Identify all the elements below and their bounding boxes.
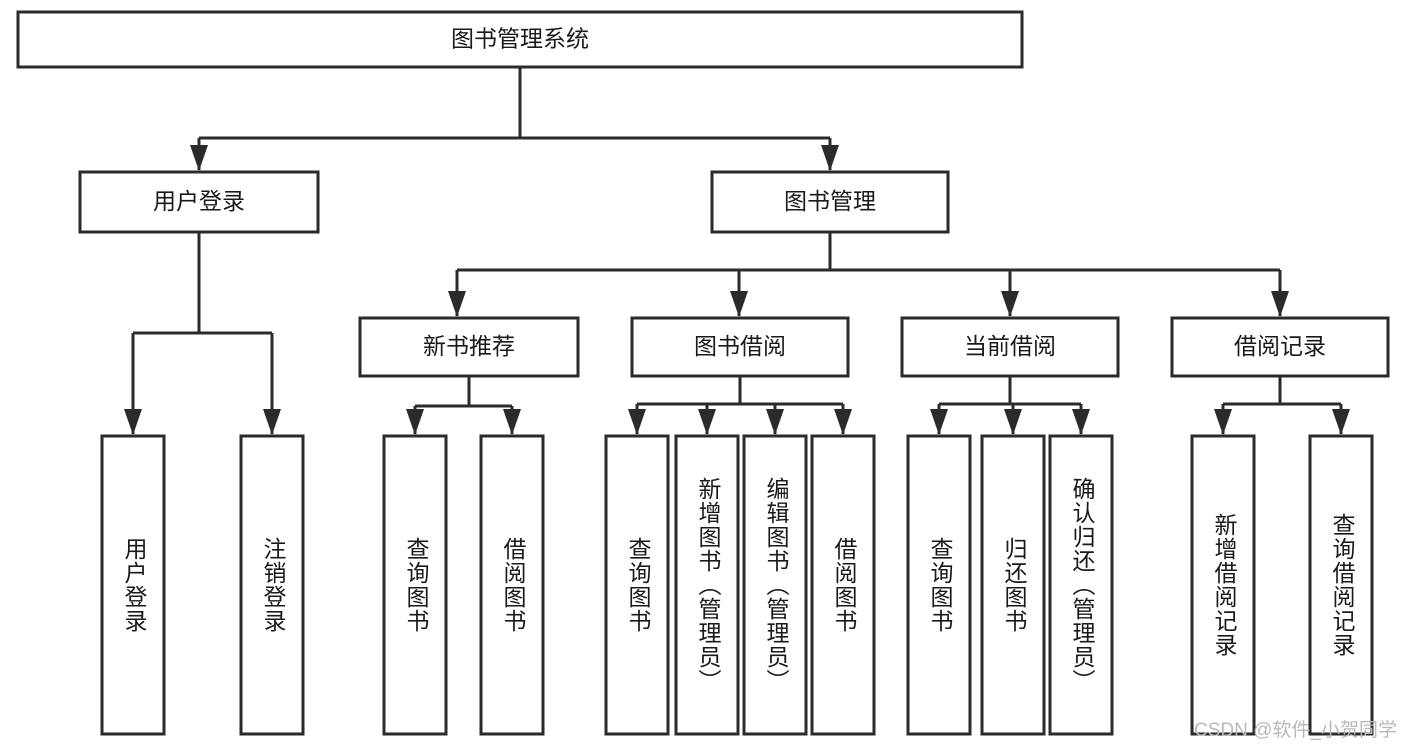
level1-node-book-manage[interactable] bbox=[710, 170, 950, 234]
arrow-head-icon bbox=[1332, 409, 1350, 435]
arrow-head-icon bbox=[124, 409, 142, 435]
arrow-head-icon bbox=[1004, 409, 1022, 435]
arrow-head-icon bbox=[730, 291, 748, 317]
level1-node-label-book-manage: 图书管理 bbox=[784, 188, 876, 214]
level2-node-new-book-recommend[interactable] bbox=[358, 316, 580, 378]
leaf-node-leaf-query-book-2[interactable] bbox=[604, 434, 670, 736]
arrow-head-icon bbox=[1072, 409, 1090, 435]
arrow-head-icon bbox=[263, 409, 281, 435]
root-node-label-root: 图书管理系统 bbox=[451, 26, 589, 52]
leaf-node-leaf-query-book-3[interactable] bbox=[906, 434, 972, 736]
arrow-head-icon bbox=[766, 409, 784, 435]
arrow-head-icon bbox=[628, 409, 646, 435]
arrow-head-icon bbox=[1214, 409, 1232, 435]
arrow-head-icon bbox=[930, 409, 948, 435]
arrow-head-icon bbox=[821, 145, 839, 171]
arrow-head-icon bbox=[190, 145, 208, 171]
leaf-node-leaf-borrow-book-1[interactable] bbox=[479, 434, 545, 736]
csdn-watermark: CSDN @软件_小贺同学 bbox=[1194, 720, 1397, 741]
arrow-head-icon bbox=[406, 409, 424, 435]
level1-node-label-user-login: 用户登录 bbox=[153, 188, 245, 214]
leaf-node-leaf-confirm-return[interactable] bbox=[1048, 434, 1114, 736]
arrow-head-icon bbox=[698, 409, 716, 435]
arrow-head-icon bbox=[448, 291, 466, 317]
leaf-node-leaf-user-login[interactable] bbox=[100, 434, 166, 736]
leaf-node-leaf-add-book-admin[interactable] bbox=[674, 434, 740, 736]
leaf-node-leaf-user-logout[interactable] bbox=[239, 434, 305, 736]
box-layer bbox=[16, 10, 1390, 736]
level2-node-label-current-borrow: 当前借阅 bbox=[964, 333, 1056, 359]
leaf-node-leaf-borrow-book-2[interactable] bbox=[810, 434, 876, 736]
leaf-node-leaf-query-record[interactable] bbox=[1308, 434, 1374, 736]
arrow-head-icon bbox=[1001, 291, 1019, 317]
leaf-node-leaf-edit-book-admin[interactable] bbox=[742, 434, 808, 736]
leaf-node-leaf-return-book[interactable] bbox=[980, 434, 1046, 736]
level2-node-book-borrow[interactable] bbox=[630, 316, 850, 378]
level2-node-current-borrow[interactable] bbox=[900, 316, 1120, 378]
root-node-root[interactable] bbox=[16, 10, 1024, 69]
level2-node-borrow-record[interactable] bbox=[1170, 316, 1390, 378]
level1-node-user-login[interactable] bbox=[78, 170, 320, 234]
arrow-head-icon bbox=[834, 409, 852, 435]
arrow-head-icon bbox=[1271, 291, 1289, 317]
connector-layer bbox=[124, 67, 1350, 435]
level2-node-label-book-borrow: 图书借阅 bbox=[694, 333, 786, 359]
leaf-node-leaf-query-book-1[interactable] bbox=[382, 434, 448, 736]
level2-node-label-new-book-recommend: 新书推荐 bbox=[423, 333, 515, 359]
leaf-node-leaf-add-record[interactable] bbox=[1190, 434, 1256, 736]
level2-node-label-borrow-record: 借阅记录 bbox=[1234, 333, 1326, 359]
arrow-head-icon bbox=[503, 409, 521, 435]
